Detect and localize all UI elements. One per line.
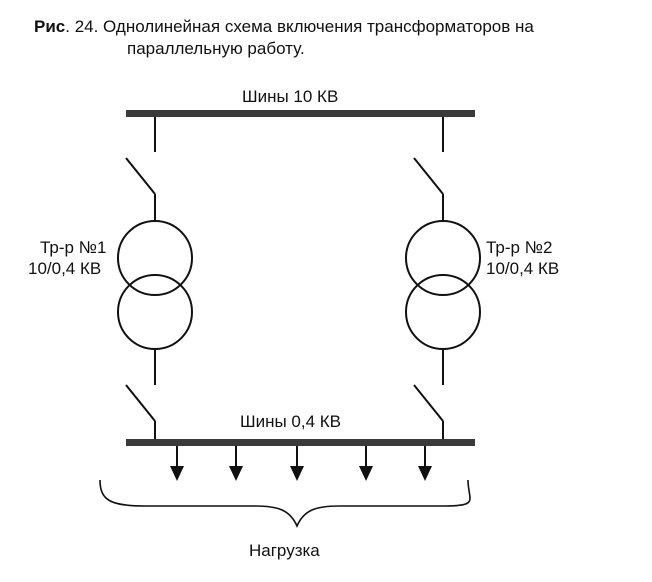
load-arrow <box>229 446 243 481</box>
transformer-2-name: Тр-р №2 <box>486 238 553 257</box>
caption-prefix: Рис <box>34 17 66 36</box>
figure-caption: Рис. 24. Однолинейная схема включения тр… <box>34 16 634 60</box>
right-upper-switch <box>413 157 444 195</box>
load-arrow <box>290 446 304 481</box>
caption-line-2: параллельную работу. <box>127 39 305 58</box>
transformer-2-primary-winding <box>405 220 481 296</box>
bottom-bus-label: Шины 0,4 КВ <box>240 412 342 431</box>
top-bus-bar <box>126 110 475 117</box>
transformer-2-rating: 10/0,4 КВ <box>486 259 560 278</box>
left-upper-switch <box>125 157 156 195</box>
load-brace <box>99 479 471 528</box>
load-arrow <box>170 446 184 481</box>
caption-text: . 24. Однолинейная схема включения транс… <box>65 17 534 36</box>
load-arrow <box>418 446 432 481</box>
right-lower-switch <box>413 384 444 422</box>
transformer-2-secondary-winding <box>405 274 481 350</box>
load-arrow <box>359 446 373 481</box>
transformer-1-secondary-winding <box>117 274 193 350</box>
left-lower-switch <box>125 384 156 422</box>
transformer-1-primary-winding <box>117 220 193 296</box>
bottom-bus-bar <box>126 439 475 446</box>
load-label: Нагрузка <box>249 541 320 560</box>
transformer-1-name: Тр-р №1 <box>40 238 107 257</box>
transformer-1-rating: 10/0,4 КВ <box>28 259 102 278</box>
top-bus-label: Шины 10 КВ <box>242 87 339 106</box>
